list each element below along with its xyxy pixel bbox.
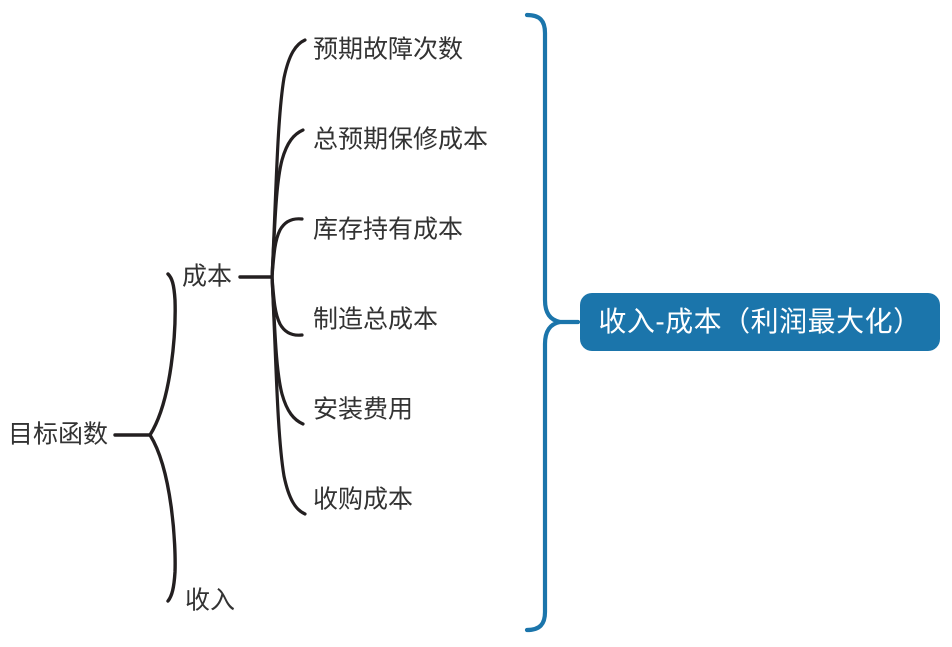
result-box[interactable]: 收入-成本（利润最大化） — [580, 293, 940, 351]
node-revenue[interactable]: 收入 — [185, 586, 236, 615]
leaf-acquisition-cost[interactable]: 收购成本 — [313, 485, 414, 514]
connector-cost-item-4 — [270, 275, 304, 337]
result-box-label: 收入-成本（利润最大化） — [598, 306, 922, 337]
connector-root-to-revenue — [148, 433, 177, 603]
connector-cost-item-2 — [270, 128, 305, 279]
leaf-installation-cost[interactable]: 安装费用 — [313, 395, 414, 424]
connector-cost-item-3 — [270, 217, 304, 279]
leaf-inventory-holding-cost[interactable]: 库存持有成本 — [313, 215, 464, 244]
connector-root-to-cost — [148, 272, 177, 437]
node-cost[interactable]: 成本 — [182, 262, 233, 291]
connector-cost-item-5 — [270, 275, 305, 426]
node-objective-function[interactable]: 目标函数 — [8, 420, 109, 449]
leaf-total-manufacturing-cost[interactable]: 制造总成本 — [313, 305, 439, 334]
leaf-expected-failure-count[interactable]: 预期故障次数 — [313, 35, 464, 64]
leaf-total-expected-warranty-cost[interactable]: 总预期保修成本 — [313, 125, 489, 154]
result-brace — [524, 12, 563, 633]
connector-cost-item-1 — [270, 38, 307, 279]
connector-cost-item-6 — [270, 275, 307, 516]
